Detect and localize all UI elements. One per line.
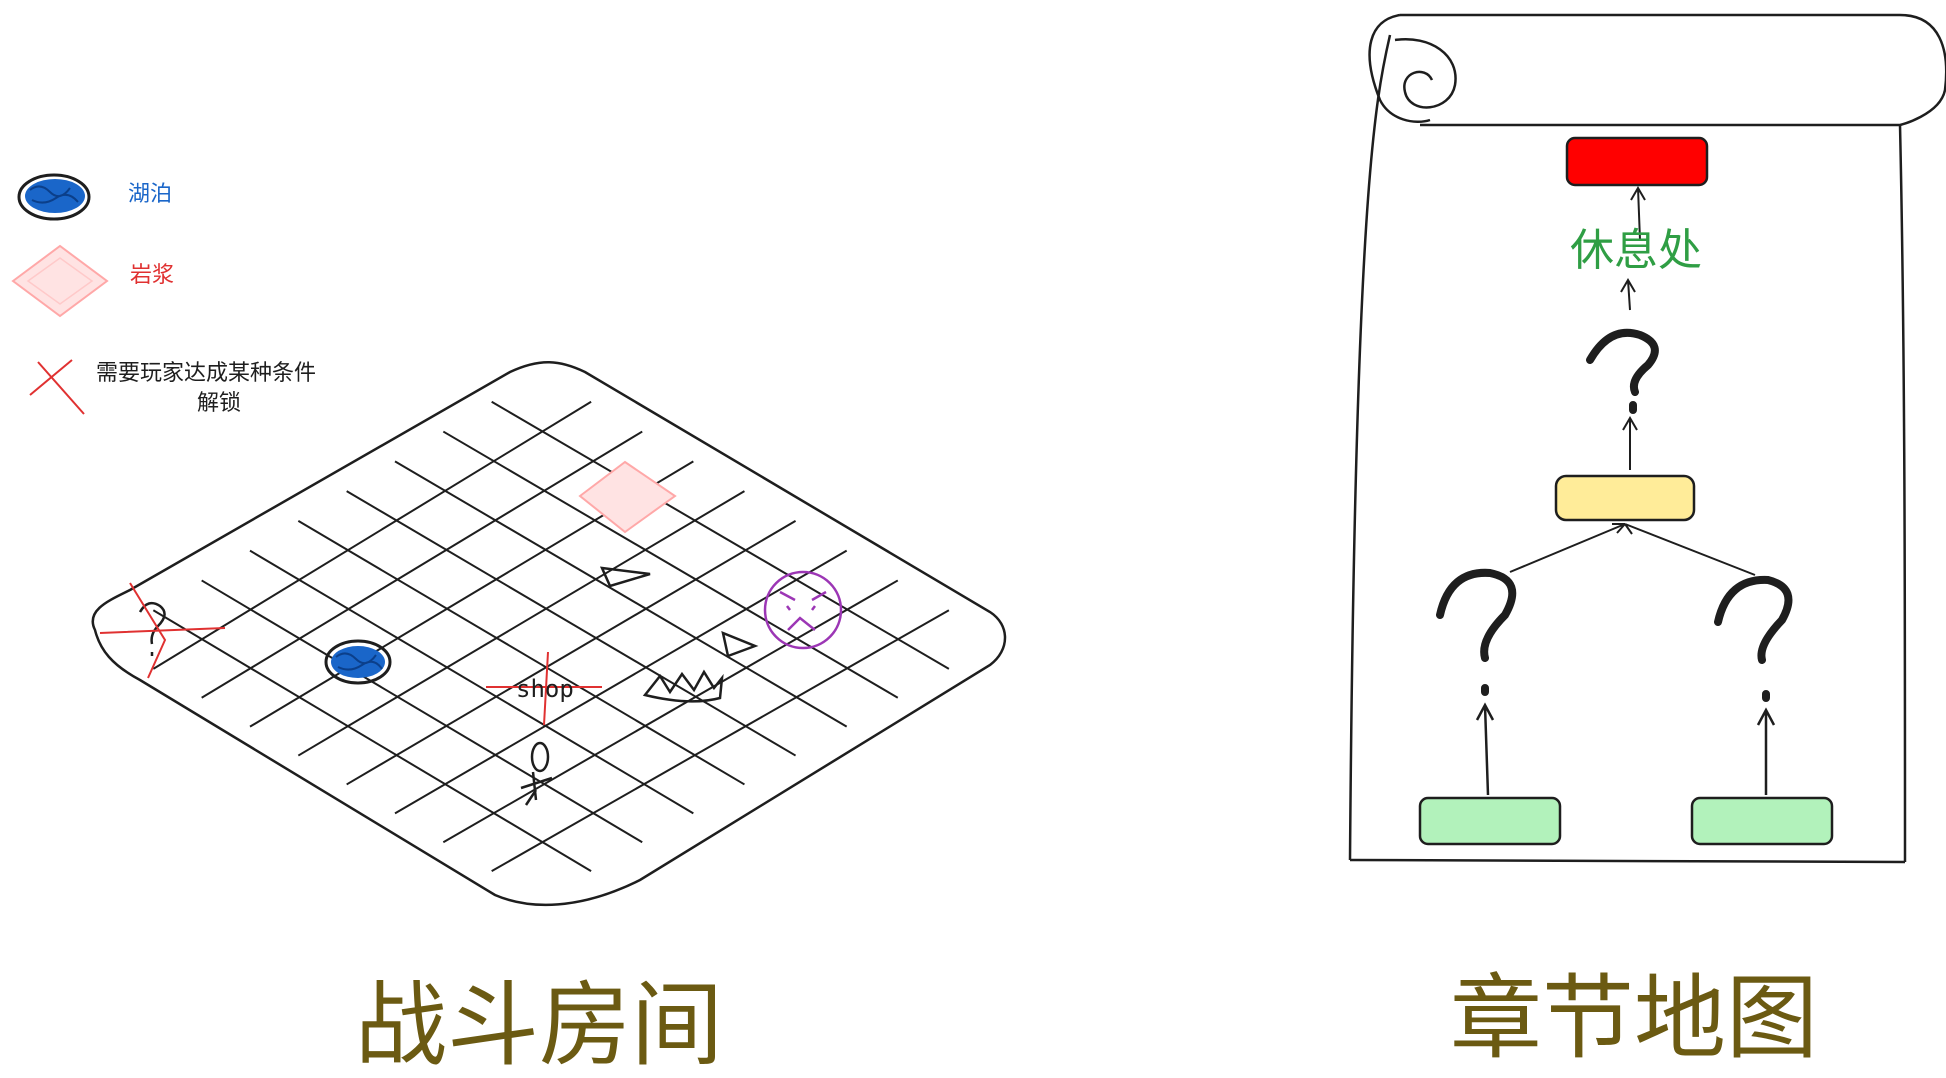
rest-label: 休息处 [1570,225,1702,276]
grid-line [152,400,592,670]
locked-cross-icon [486,651,602,726]
grid-line [201,430,643,699]
shop-icon: shop [516,675,574,703]
legend-lava-label: 岩浆 [130,263,174,288]
grid-line [491,400,950,670]
grid-line [394,549,848,815]
spike-icon [642,669,724,703]
grid-line [442,579,899,844]
legend-lake-icon [17,173,91,221]
board-outline [91,361,1007,907]
chapter-map-scroll [1348,13,1946,864]
arrow-up-icon [1622,416,1638,470]
grid-line [297,490,745,757]
grid-line [394,460,848,728]
board-grid [152,400,950,872]
legend-locked-label: 需要玩家达成某种条件 [96,361,316,386]
grid-line [442,430,899,699]
question-icon[interactable] [1436,568,1517,696]
grid-line [346,490,797,757]
lava-tile [578,460,677,534]
arrow-up-icon [1756,707,1776,795]
branch-arrows [1509,523,1756,576]
chapter-map-title: 章节地图 [1450,965,1818,1072]
angry-face-icon [763,570,843,650]
grid-line [346,520,797,786]
arrow-up-icon [1620,278,1636,311]
legend-locked-label-2: 解锁 [197,391,241,416]
pickaxe-icon [520,741,553,806]
legend-locked-cross-icon [29,359,85,415]
locked-cross-icon [99,582,226,679]
chapter-map: 休息处 [1418,136,1834,846]
arrow-icon [599,566,651,588]
grid-line [201,579,643,844]
grid-line [152,609,592,872]
arrow-icon [721,630,759,658]
chapter-node-start[interactable] [1690,796,1834,846]
arrow-up-icon [1475,702,1495,796]
battle-room-title: 战斗房间 [355,972,723,1078]
grid-line [491,609,950,872]
legend-lake-label: 湖泊 [128,182,172,207]
legend: 湖泊 岩浆 需要玩家达成某种条件 解锁 [11,173,316,416]
grid-line [249,549,694,815]
grid-line [297,520,745,786]
chapter-node-mid[interactable] [1554,474,1696,522]
chapter-node-start[interactable] [1418,796,1562,846]
question-icon[interactable] [1714,575,1793,702]
shop-tile: shop [486,651,602,726]
legend-lava-icon [11,244,109,318]
arrow-up-icon [1630,186,1646,241]
question-icon [138,601,166,656]
battle-room-board: shop [91,361,1007,907]
lake-icon [324,639,392,685]
locked-question-tile [99,582,226,679]
chapter-node-goal[interactable] [1565,136,1709,187]
question-icon[interactable] [1586,328,1659,414]
